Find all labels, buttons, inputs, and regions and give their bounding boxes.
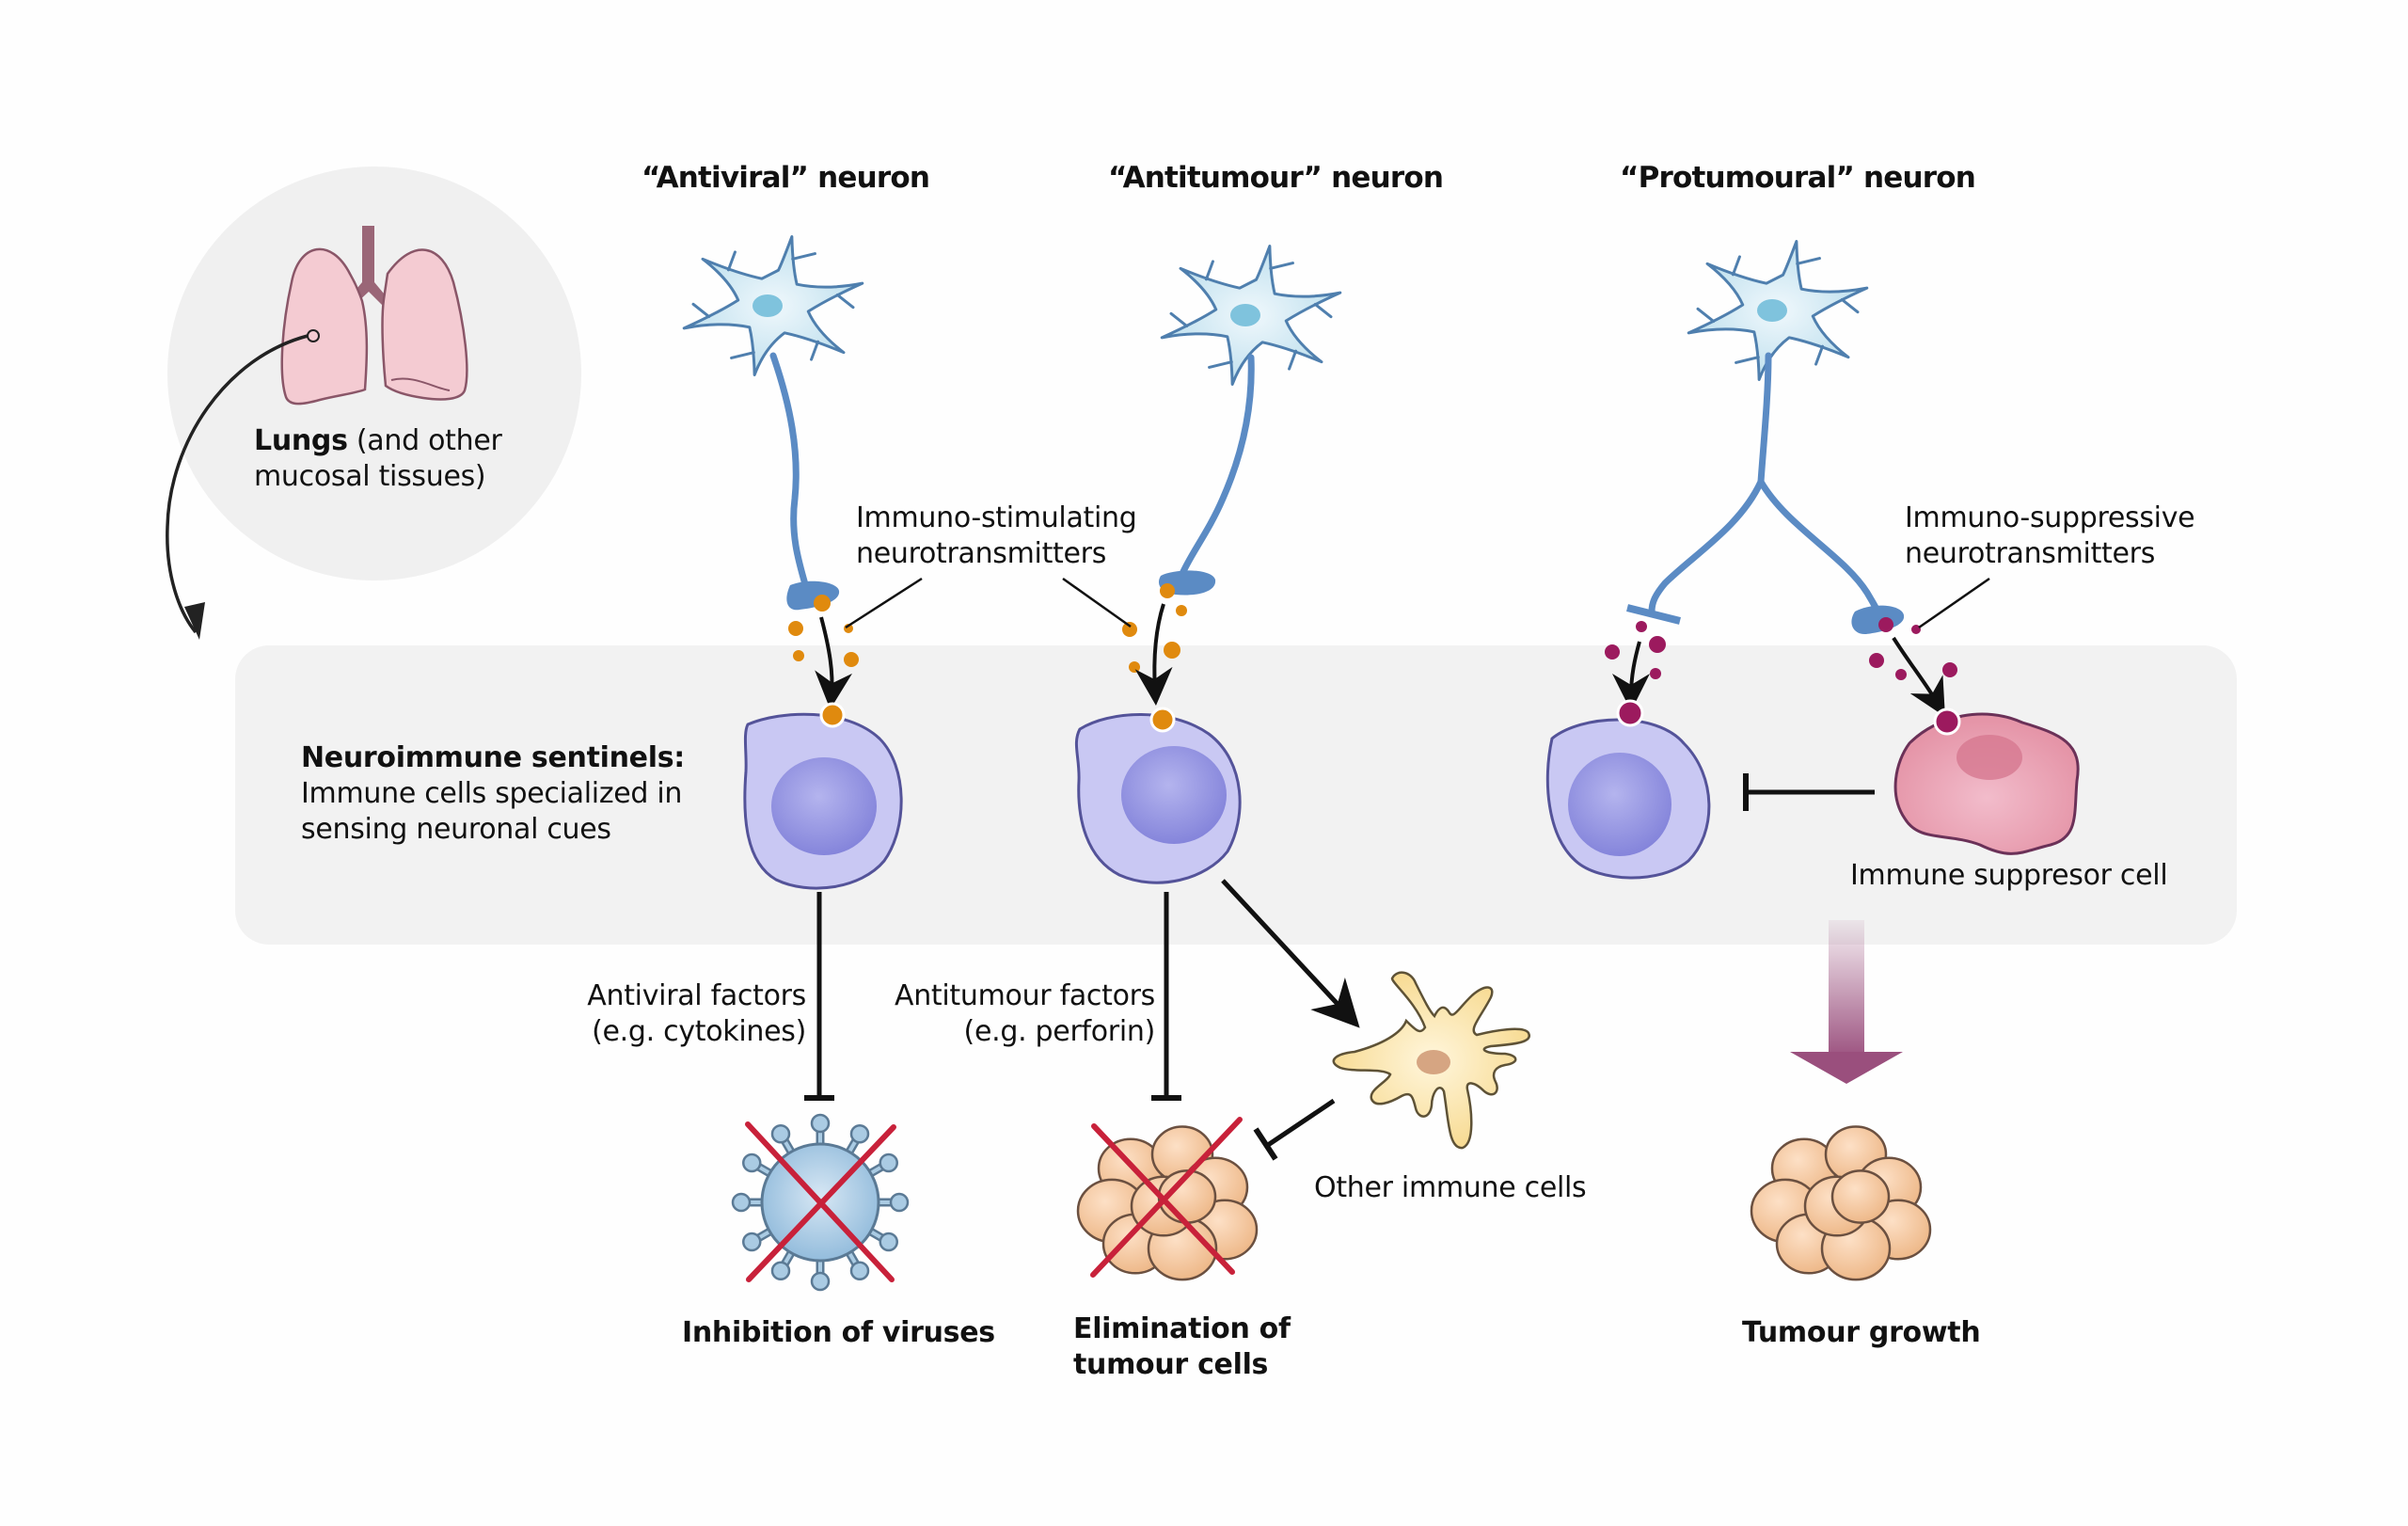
protumoural-axon-left	[1648, 478, 1765, 615]
neuron-antitumour-icon	[1160, 244, 1342, 387]
outcome-tumour-growth: Tumour growth	[1742, 1316, 1981, 1349]
other-cells-inhibit-bar	[1253, 1127, 1278, 1161]
protumoural-inhibitory-terminal	[1626, 604, 1681, 625]
suppressive-label-line2: neurotransmitters	[1905, 537, 2156, 570]
antiviral-release-arrow	[815, 616, 852, 709]
other-immune-cell	[1332, 971, 1530, 1150]
tumour-cross-icon	[1090, 1117, 1243, 1278]
stimulating-neurotransmitters-antitumour	[1122, 583, 1187, 673]
stimulating-label-line2: neurotransmitters	[856, 537, 1107, 570]
outcome-tumour-elimination: Elimination of tumour cells	[1073, 1311, 1291, 1383]
stimulating-label-line1: Immuno-stimulating	[856, 501, 1137, 534]
neuron-protumoural-icon	[1687, 239, 1869, 382]
tumour-eliminated-icon	[1076, 1125, 1259, 1281]
other-immune-cells-label: Other immune cells	[1314, 1171, 1587, 1204]
immune-cell-antiviral	[743, 702, 903, 890]
tissue-arrow	[166, 334, 309, 634]
other-cells-inhibit-line	[1266, 1098, 1336, 1148]
virus-cross-icon	[745, 1121, 896, 1282]
receptor-dot	[1149, 707, 1176, 733]
outcome-elimination-line2: tumour cells	[1073, 1348, 1269, 1381]
tissue-arrow-head	[184, 602, 205, 640]
neuron-title-antitumour: “Antitumour” neuron	[1108, 161, 1444, 195]
antitumour-axon	[1178, 354, 1255, 580]
protumoural-release-arrow-left	[1612, 641, 1651, 711]
tissue-label-rest: (and other	[347, 424, 502, 457]
antitumour-factors-label: Antitumour factors (e.g. perforin)	[895, 978, 1155, 1050]
protumoural-axon-trunk	[1757, 352, 1772, 485]
lungs-icon	[280, 226, 468, 405]
antiviral-axon	[769, 352, 811, 595]
activation-arrow	[1221, 879, 1360, 1028]
tissue-panel	[167, 167, 581, 580]
antiviral-factors-line2: (e.g. cytokines)	[592, 1015, 806, 1048]
protumoural-axon-right	[1757, 478, 1881, 617]
stimulating-pointer-right	[1062, 577, 1132, 628]
immune-suppressor-cell	[1893, 707, 2080, 855]
outcome-elimination-line1: Elimination of	[1073, 1312, 1291, 1345]
antiviral-synaptic-bouton	[786, 580, 840, 611]
suppressive-neurotransmitters-left	[1605, 621, 1666, 679]
sentinels-label: Neuroimmune sentinels: Immune cells spec…	[301, 740, 685, 848]
suppressive-label-line1: Immuno-suppressive	[1905, 501, 2195, 534]
stimulating-pointer-left	[845, 577, 923, 629]
sentinels-line2: Immune cells specialized in	[301, 777, 683, 810]
receptor-dot	[819, 702, 846, 728]
suppressor-cell-label: Immune suppresor cell	[1850, 859, 2168, 892]
antitumour-factors-line2: (e.g. perforin)	[963, 1015, 1156, 1048]
stimulating-label: Immuno-stimulating neurotransmitters	[856, 501, 1137, 572]
neuron-title-antiviral: “Antiviral” neuron	[642, 161, 930, 195]
tumour-growth-icon	[1750, 1125, 1932, 1281]
antitumour-release-arrow	[1134, 603, 1173, 706]
sentinels-line3: sensing neuronal cues	[301, 813, 611, 846]
protumoural-synaptic-bouton	[1851, 605, 1905, 635]
sentinels-heading: Neuroimmune sentinels:	[301, 741, 685, 774]
protumoural-release-arrow-right	[1892, 636, 1945, 717]
antiviral-factors-label: Antiviral factors (e.g. cytokines)	[587, 978, 806, 1050]
suppressive-pointer	[1918, 577, 1990, 629]
antiviral-factors-line1: Antiviral factors	[587, 979, 806, 1012]
suppressive-neurotransmitters-right	[1869, 617, 1957, 680]
immune-cell-antitumour	[1074, 707, 1242, 884]
tissue-label: Lungs (and other mucosal tissues)	[254, 423, 502, 495]
immune-cell-suppressed	[1545, 699, 1711, 880]
antitumour-factors-line1: Antitumour factors	[895, 979, 1155, 1012]
receptor-dot	[1616, 699, 1644, 727]
neuron-antiviral-icon	[682, 234, 864, 377]
outcome-virus-inhibition: Inhibition of viruses	[682, 1316, 995, 1349]
tissue-label-line2: mucosal tissues)	[254, 460, 486, 493]
neurons-layer	[682, 234, 1869, 387]
neuron-title-protumoural: “Protumoural” neuron	[1620, 161, 1976, 195]
tissue-label-bold: Lungs	[254, 424, 348, 457]
tumour-growth-arrow	[1790, 920, 1903, 1084]
receptor-dot	[1933, 707, 1961, 736]
suppressive-label: Immuno-suppressive neurotransmitters	[1905, 501, 2195, 572]
